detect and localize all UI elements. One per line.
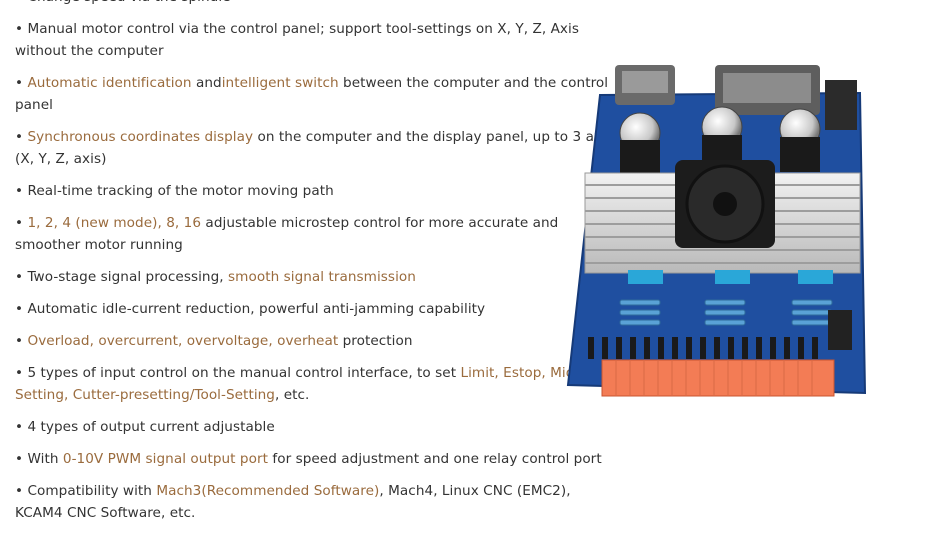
feature-item: • Two-stage signal processing, smooth si… (15, 266, 615, 288)
feature-item: • Manual motor control via the control p… (15, 18, 615, 62)
feature-text: • (15, 215, 28, 231)
feature-text: • Compatibility with (15, 483, 157, 499)
feature-text: between the computer and the control pan… (15, 75, 609, 113)
feature-text: • Two-stage signal processing, (15, 269, 229, 285)
feature-item: • Automatic idle-current reduction, powe… (15, 298, 615, 320)
feature-item: • Automatic identification andintelligen… (15, 72, 615, 116)
feature-item: • Synchronous coordinates display on the… (15, 126, 615, 170)
feature-highlight: Mach3(Recommended Software) (156, 483, 380, 499)
feature-text: • Automatic idle-current reduction, powe… (15, 301, 486, 317)
feature-text: • (15, 333, 28, 349)
feature-highlight: Overload, overcurrent, overvoltage, over… (27, 333, 339, 349)
feature-highlight: 1, 2, 4 (new mode), 8, 16 (27, 215, 202, 231)
feature-highlight: intelligent switch (221, 75, 339, 91)
feature-text: Change speed via the spindle (27, 0, 230, 5)
feature-text: protection (338, 333, 413, 349)
feature-highlight: 0-10V PWM signal output port (62, 451, 268, 467)
feature-item: • Overload, overcurrent, overvoltage, ov… (15, 330, 615, 352)
feature-item: • 1, 2, 4 (new mode), 8, 16 adjustable m… (15, 212, 615, 256)
feature-text: adjustable microstep control for more ac… (15, 215, 559, 253)
feature-text: • Manual motor control via the control p… (15, 21, 579, 59)
feature-text: • (15, 129, 28, 145)
feature-highlight: Automatic identification (27, 75, 192, 91)
feature-item: • Real-time tracking of the motor moving… (15, 180, 615, 202)
feature-highlight: Synchronous coordinates display (27, 129, 254, 145)
feature-text: on the computer and the display panel, u… (15, 129, 614, 167)
feature-text: and (191, 75, 222, 91)
feature-item: • Compatibility with Mach3(Recommended S… (15, 480, 615, 524)
feature-text: • With (15, 451, 63, 467)
feature-text: • (15, 75, 28, 91)
feature-highlight: smooth signal transmission (228, 269, 416, 285)
feature-text: , etc. (275, 387, 310, 403)
feature-item: • 5 types of input control on the manual… (15, 362, 615, 406)
feature-text: • 4 types of output current adjustable (15, 419, 275, 435)
feature-text: • Real-time tracking of the motor moving… (15, 183, 334, 199)
feature-item: • 4 types of output current adjustable (15, 416, 615, 438)
feature-list: • Change speed via the spindle • Manual m… (15, 0, 615, 534)
feature-item: • Change speed via the spindle (15, 0, 615, 8)
feature-text: • 5 types of input control on the manual… (15, 365, 461, 381)
feature-text: • (15, 0, 27, 5)
feature-text: for speed adjustment and one relay contr… (268, 451, 602, 467)
controller-board-image (566, 65, 867, 397)
feature-item: • With 0-10V PWM signal output port for … (15, 448, 615, 470)
